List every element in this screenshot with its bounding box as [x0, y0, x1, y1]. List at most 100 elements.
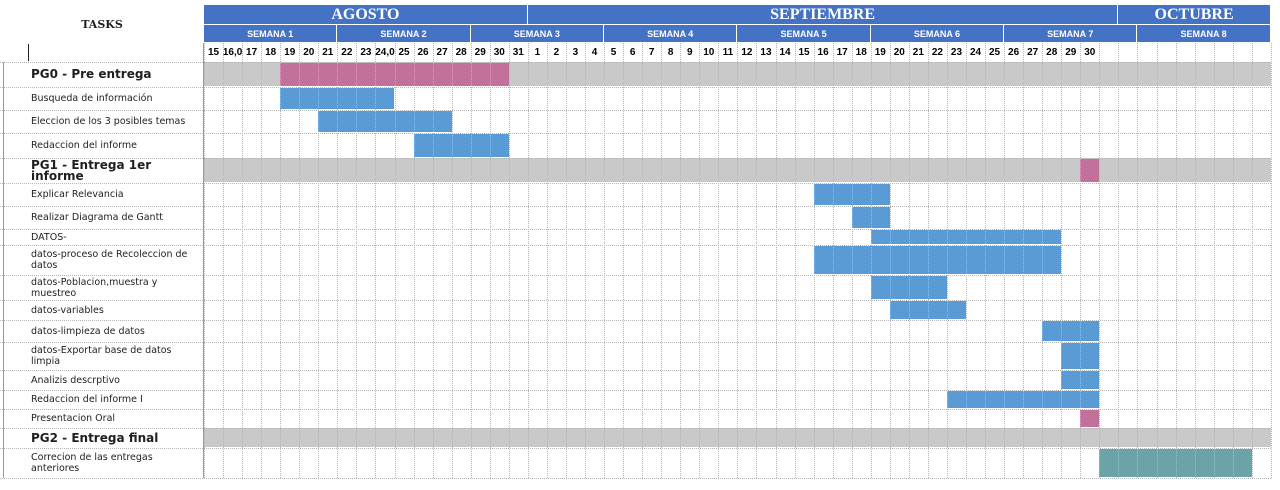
- grid-vline: [565, 43, 567, 478]
- day-label: 21: [322, 46, 334, 58]
- grid-vline: [1156, 43, 1158, 478]
- grid-hline: [0, 229, 1271, 230]
- grid-vline: [1251, 43, 1253, 478]
- grid-hline: [0, 342, 1271, 343]
- grid-vline: [813, 43, 815, 478]
- day-label: [1233, 43, 1252, 61]
- day-label: 16: [817, 46, 829, 58]
- gantt-bar: [851, 207, 890, 228]
- grid-vline: [508, 43, 510, 478]
- day-label: 4: [591, 46, 598, 58]
- task-label[interactable]: PG1 - Entrega 1er informe: [31, 157, 152, 183]
- grid-vline: [604, 43, 606, 478]
- grid-vline: [756, 43, 758, 478]
- day-label: 24,0: [375, 46, 395, 58]
- day-label: 30: [493, 46, 505, 58]
- day-label: 13: [760, 46, 772, 58]
- day-label: 1: [534, 46, 541, 58]
- grid-vline: [375, 43, 377, 478]
- grid-hline: [0, 448, 1271, 449]
- day-label: [1157, 43, 1176, 61]
- task-label[interactable]: datos-variables: [31, 304, 104, 316]
- day-label: 26: [417, 46, 429, 58]
- task-label[interactable]: Analizis descrptivo: [31, 374, 120, 386]
- week-8: SEMANA 8: [1137, 25, 1270, 42]
- day-label: [1214, 43, 1233, 61]
- gantt-bar: [280, 88, 395, 109]
- task-label[interactable]: PG0 - Pre entrega: [31, 67, 152, 81]
- grid-vline: [661, 43, 663, 478]
- grid-vline: [870, 43, 872, 478]
- day-label: 19: [874, 46, 886, 58]
- task-label[interactable]: Redaccion del informe I: [31, 394, 143, 405]
- grid-vline: [470, 43, 472, 478]
- grid-hline: [0, 110, 1271, 111]
- grid-hline: [0, 428, 1271, 429]
- grid-vline: [908, 43, 910, 478]
- task-label[interactable]: Eleccion de los 3 posibles temas: [31, 116, 186, 127]
- gantt-bar: [813, 246, 1062, 274]
- day-label: 18: [265, 46, 277, 58]
- grid-vline: [337, 43, 339, 478]
- grid-vline: [280, 43, 282, 478]
- task-label[interactable]: Presentacion Oral: [31, 413, 116, 424]
- grid-vline: [1118, 43, 1120, 478]
- day-label: 23: [950, 46, 963, 58]
- day-label: 28: [455, 46, 467, 58]
- week-5: SEMANA 5: [737, 25, 870, 42]
- grid-hline: [0, 133, 1271, 134]
- task-label[interactable]: Busqueda de información: [31, 93, 153, 104]
- grid-vline: [223, 43, 225, 478]
- task-label[interactable]: datos-limpieza de datos: [31, 325, 145, 337]
- week-3: SEMANA 3: [470, 25, 604, 42]
- grid-vline: [642, 43, 644, 478]
- task-label[interactable]: datos-Exportar base de datos limpia: [31, 345, 172, 367]
- task-label[interactable]: datos-Poblacion,muestra y muestreo: [31, 276, 158, 299]
- grid-hline: [0, 158, 1271, 159]
- day-label: 22: [341, 46, 353, 58]
- grid-vline: [966, 43, 967, 478]
- day-label: [1252, 43, 1271, 61]
- day-label: 27: [1027, 46, 1039, 58]
- grid-vline: [1232, 43, 1234, 478]
- grid-vline: [299, 43, 301, 478]
- header-cursor-mark: [28, 44, 29, 61]
- day-label: 11: [722, 46, 734, 58]
- day-label: 28: [1046, 46, 1058, 58]
- week-1: SEMANA 1: [204, 25, 337, 42]
- grid-vline: [946, 43, 948, 478]
- day-label: 8: [667, 46, 674, 58]
- day-label: 20: [303, 46, 315, 58]
- grid-vline: [1175, 43, 1177, 478]
- grid-vline: [737, 43, 739, 478]
- grid-vline: [927, 43, 929, 478]
- day-label: 17: [246, 46, 258, 58]
- gantt-bar: [1042, 321, 1100, 341]
- grid-hline: [0, 206, 1271, 207]
- task-label[interactable]: Explicar Relevancia: [31, 189, 124, 200]
- gantt-bar: [1080, 159, 1100, 182]
- gantt-bar: [280, 63, 509, 86]
- grid-hline: [0, 62, 1271, 63]
- label-column-right-border: [203, 43, 204, 478]
- gantt-bar: [413, 134, 509, 157]
- task-label[interactable]: Redaccion del informe: [31, 140, 137, 151]
- grid-vline: [1061, 43, 1063, 478]
- day-label: [1195, 43, 1214, 61]
- task-label[interactable]: DATOS-: [31, 231, 67, 243]
- day-label: 20: [893, 46, 905, 58]
- day-label: 24: [969, 46, 982, 58]
- day-label: 12: [741, 46, 753, 58]
- day-label: [1137, 43, 1156, 61]
- task-label[interactable]: datos-proceso de Recoleccion de datos: [31, 249, 188, 271]
- task-label[interactable]: PG2 - Entrega final: [31, 430, 159, 445]
- grid-hline: [0, 183, 1271, 184]
- day-label: 19: [284, 46, 296, 58]
- task-label[interactable]: Correcion de las entregas anteriores: [31, 452, 153, 474]
- day-label: 3: [572, 46, 579, 58]
- day-label: 27: [436, 46, 448, 58]
- task-label[interactable]: Realizar Diagrama de Gantt: [31, 212, 164, 223]
- day-label: 10: [703, 46, 715, 58]
- grid-vline: [889, 43, 891, 478]
